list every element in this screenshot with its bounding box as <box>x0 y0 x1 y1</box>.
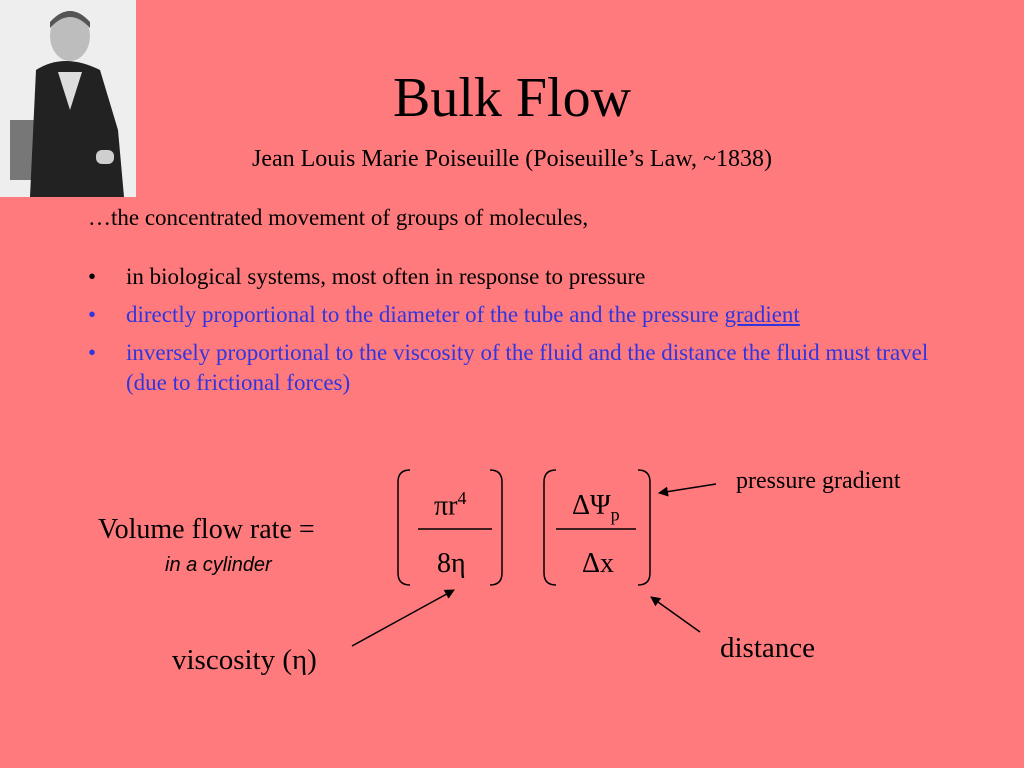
distance-label: distance <box>720 632 816 664</box>
viscosity-label: viscosity (η) <box>172 644 317 676</box>
frac1-num-main: πr <box>434 490 458 522</box>
bullet-text: inversely proportional to the viscosity … <box>126 340 929 395</box>
bullet-item: • directly proportional to the diameter … <box>88 300 948 330</box>
frac2-denominator: Δx <box>582 548 615 579</box>
equation-lhs-note: in a cylinder <box>165 554 272 576</box>
equation-lhs: Volume flow rate = <box>98 514 315 545</box>
bullet-symbol: • <box>88 340 97 365</box>
viscosity-arrow <box>351 589 455 647</box>
distance-arrow <box>650 596 701 633</box>
bullet-symbol: • <box>88 302 97 327</box>
bullet-item: • inversely proportional to the viscosit… <box>88 338 948 398</box>
frac1-left-paren <box>397 469 411 586</box>
frac1-right-paren <box>489 469 503 586</box>
bullet-text: in biological systems, most often in res… <box>126 264 646 289</box>
pressure-gradient-arrow <box>658 483 717 497</box>
bullet-symbol: • <box>88 264 97 289</box>
slide-title: Bulk Flow <box>392 67 632 129</box>
frac1-denominator: 8η <box>437 548 466 579</box>
bullet-item: • in biological systems, most often in r… <box>88 262 948 292</box>
frac2-right-paren <box>637 469 651 586</box>
frac2-num-sub: p <box>610 504 620 525</box>
frac2-num-main: ΔΨ <box>572 490 611 521</box>
pressure-gradient-label: pressure gradient <box>736 468 901 494</box>
intro-text: …the concentrated movement of groups of … <box>88 205 589 230</box>
bullet-text-underlined: gradient <box>724 302 800 327</box>
slide-subtitle: Jean Louis Marie Poiseuille (Poiseuille’… <box>251 146 772 172</box>
frac1-num-sup: 4 <box>457 488 467 508</box>
portrait-image <box>0 0 136 197</box>
bullet-text: directly proportional to the diameter of… <box>126 302 725 327</box>
frac1-numerator: πr4 <box>434 488 466 522</box>
frac2-left-paren <box>543 469 557 586</box>
frac2-numerator: ΔΨp <box>572 490 620 526</box>
bullet-list: • in biological systems, most often in r… <box>88 262 948 406</box>
